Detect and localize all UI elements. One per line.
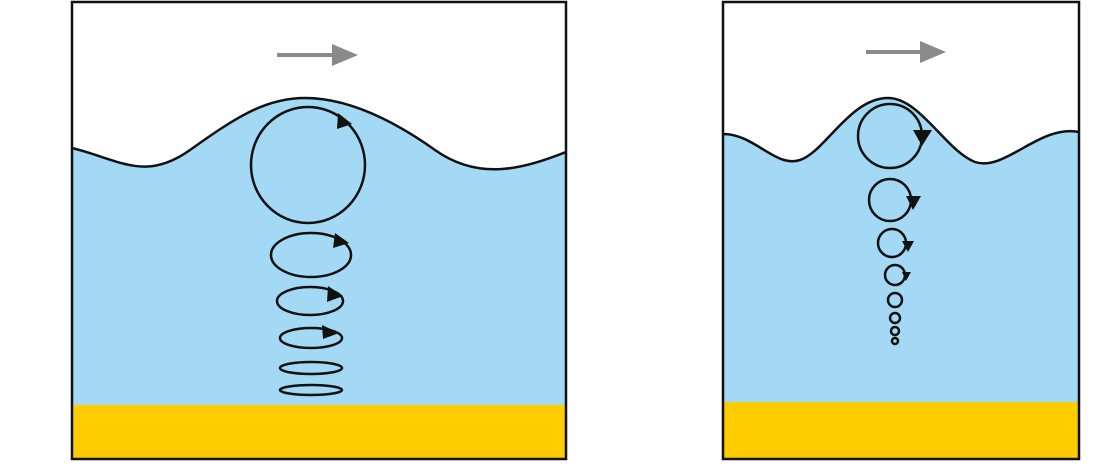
orbit-arrow-deep-1 <box>913 130 932 146</box>
orbit-arrow-1 <box>337 113 352 129</box>
panel-shallow-water <box>70 0 568 461</box>
wave-direction-arrow-icon <box>866 41 946 63</box>
orbit-arrow-3 <box>327 286 343 302</box>
panel-deep-water <box>721 0 1081 461</box>
orbit-arrow-2 <box>333 233 349 248</box>
panel-frame-shallow <box>70 0 568 461</box>
panel-frame-deep <box>721 0 1081 461</box>
orbit-ellipse-2 <box>269 231 353 279</box>
orbit-ellipse-5 <box>278 360 344 376</box>
orbit-ellipse-1 <box>249 105 367 225</box>
orbit-arrow-4 <box>322 325 339 339</box>
orbit-group-deep <box>856 102 932 346</box>
orbit-arrow-deep-2 <box>906 196 921 210</box>
water-deep <box>723 98 1079 402</box>
orbit-circle-6 <box>888 311 902 325</box>
seabed-shallow <box>72 405 566 460</box>
wave-surface-line-shallow <box>72 96 566 171</box>
orbit-circle-7 <box>889 325 901 337</box>
wave-surface-line-deep <box>723 96 1079 165</box>
seabed-deep <box>723 402 1079 460</box>
water-shallow <box>72 98 566 405</box>
orbit-arrow-deep-3 <box>902 241 914 252</box>
wave-direction-arrow-icon <box>277 44 358 66</box>
orbit-ellipse-6 <box>278 383 344 397</box>
orbit-arrow-deep-4 <box>902 272 911 281</box>
orbit-ellipse-3 <box>275 285 345 317</box>
orbit-group-shallow <box>249 105 367 397</box>
orbit-ellipse-4 <box>278 326 344 350</box>
orbit-circle-5 <box>886 291 904 309</box>
orbit-circle-8 <box>890 336 900 346</box>
